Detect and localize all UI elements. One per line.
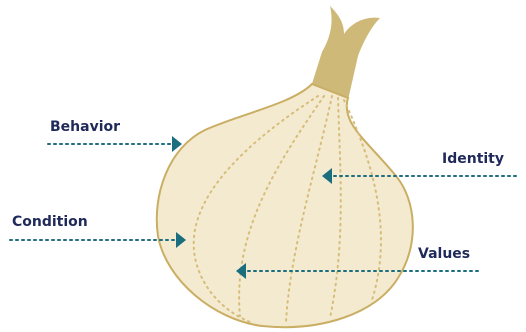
condition-label: Condition [12,214,88,230]
values-label: Values [418,246,470,262]
behavior-label: Behavior [50,119,120,135]
identity-label: Identity [442,151,504,167]
onion-stem [310,6,380,100]
